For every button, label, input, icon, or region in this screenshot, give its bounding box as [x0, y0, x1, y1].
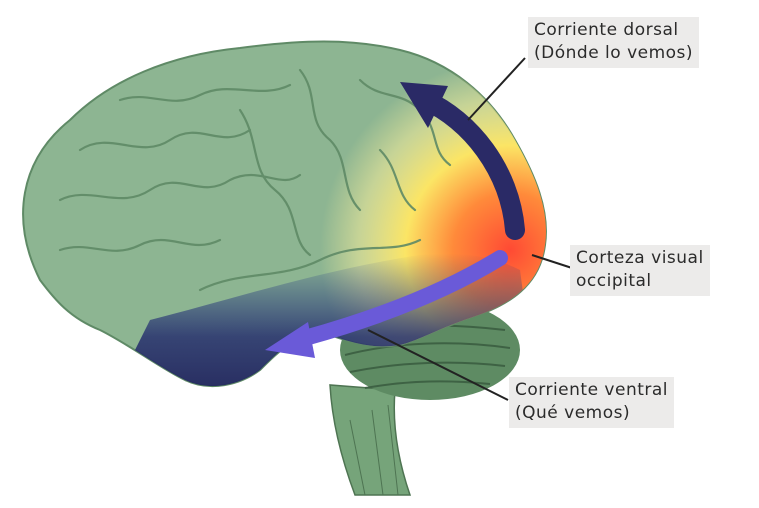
label-occipital-cortex: Corteza visual occipital: [570, 245, 710, 296]
leader-line-ventral: [367, 329, 509, 401]
label-dorsal-stream: Corriente dorsal (Dónde lo vemos): [528, 17, 700, 68]
label-ventral-stream: Corriente ventral (Qué vemos): [509, 377, 675, 428]
dorsal-stream-arrow: [400, 82, 525, 240]
label-dorsal-line1: Corriente dorsal: [534, 20, 679, 40]
label-ventral-line2: (Qué vemos): [515, 403, 631, 423]
leader-line-occipital: [531, 254, 573, 269]
label-occipital-line2: occipital: [576, 271, 652, 291]
label-occipital-line1: Corteza visual: [576, 248, 704, 268]
leader-lines: [367, 57, 573, 401]
leader-line-dorsal: [467, 57, 526, 121]
label-ventral-line1: Corriente ventral: [515, 380, 669, 400]
label-dorsal-line2: (Dónde lo vemos): [534, 43, 694, 63]
ventral-stream-arrow: [265, 250, 508, 358]
brainstem: [329, 384, 412, 496]
